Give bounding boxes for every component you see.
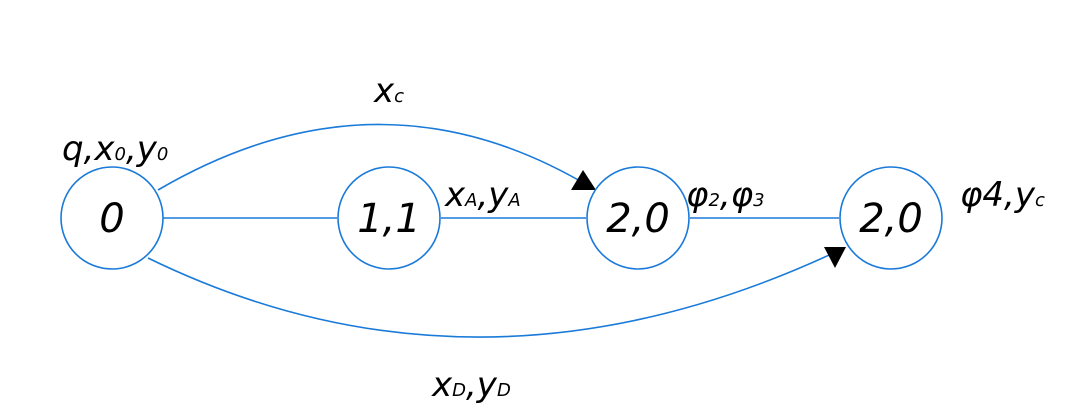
node-3: 2,0 <box>839 166 943 270</box>
node-0-annotation-part2: ,y <box>126 129 158 169</box>
node-2-label: 2,0 <box>606 196 670 242</box>
node-0-annotation: q,x0,y0 <box>62 129 168 169</box>
node-3-annotation-sub1: c <box>1035 190 1045 211</box>
mid-edge-label-sub1: A <box>464 190 477 211</box>
bottom-arc-label-sub2: D <box>497 380 511 401</box>
top-arc-label-sub1: c <box>394 86 404 107</box>
node-3-annotation: φ4,yc <box>960 175 1045 215</box>
node-2-circle <box>586 166 690 270</box>
node-2-annotation-part2: ,φ <box>720 175 754 215</box>
node-2-annotation-sub2: 3 <box>753 190 764 211</box>
top-arc-label-part1: x <box>373 71 395 111</box>
node-0-circle <box>60 166 164 270</box>
node-0-annotation-sub2: 0 <box>157 144 168 165</box>
mid-edge-label-part1: x <box>444 175 466 215</box>
node-0-label: 0 <box>99 196 124 242</box>
node-0: 0 <box>60 166 164 270</box>
arrowhead-arc-bottom <box>824 247 846 268</box>
node-1-label: 1,1 <box>357 196 421 242</box>
arc-0-to-2 <box>157 123 593 191</box>
top-arc-label: xc <box>373 71 404 111</box>
arc-0-to-3 <box>147 249 841 338</box>
node-3-circle <box>839 166 943 270</box>
mid-edge-label-sub2: A <box>507 190 520 211</box>
mid-edge-label-part2: ,y <box>477 175 509 215</box>
bottom-arc-label-sub1: D <box>452 380 466 401</box>
node-2-annotation-part1: φ <box>686 175 709 215</box>
arrowhead-arc-top <box>571 170 596 190</box>
bottom-arc-label-part1: x <box>431 365 453 405</box>
node-0-annotation-part1: q,x <box>62 129 115 169</box>
node-2-annotation: φ2,φ3 <box>686 175 765 215</box>
node-3-annotation-part1: φ4,y <box>960 175 1036 215</box>
node-2: 2,0 <box>586 166 690 270</box>
node-3-label: 2,0 <box>859 196 923 242</box>
mid-edge-label: xA,yA <box>444 175 521 215</box>
node-2-annotation-sub1: 2 <box>708 190 719 211</box>
node-0-annotation-sub1: 0 <box>115 144 126 165</box>
bottom-arc-label: xD,yD <box>431 365 511 405</box>
node-1-circle <box>337 166 441 270</box>
node-1: 1,1 <box>337 166 441 270</box>
bottom-arc-label-part2: ,y <box>466 365 498 405</box>
